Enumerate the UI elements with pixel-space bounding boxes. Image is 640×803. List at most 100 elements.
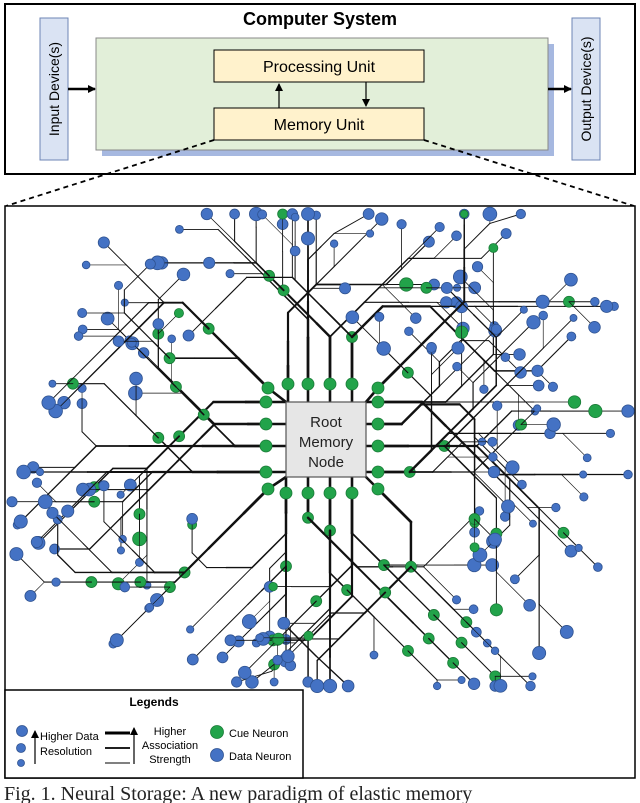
data-neuron	[341, 679, 355, 693]
association-link	[200, 422, 216, 439]
data-neuron	[329, 239, 339, 248]
association-link	[461, 338, 485, 361]
association-link	[383, 564, 408, 589]
association-link	[333, 240, 361, 268]
association-link	[408, 448, 433, 474]
cue-neuron	[261, 482, 275, 496]
cue-neuron	[281, 377, 295, 391]
association-link	[202, 525, 232, 555]
data-neuron	[145, 602, 155, 612]
association-link	[285, 625, 317, 657]
data-neuron	[182, 329, 195, 342]
output-devices-box	[571, 17, 601, 161]
association-link	[207, 327, 240, 360]
association-link	[214, 276, 248, 310]
cue-neuron	[588, 321, 601, 334]
association-link	[460, 353, 495, 387]
data-neuron	[567, 395, 582, 409]
cue-neuron	[323, 377, 337, 391]
cue-neuron	[259, 417, 273, 431]
data-neuron	[257, 209, 268, 220]
cue-neuron	[279, 486, 293, 500]
association-link	[123, 312, 154, 342]
association-link	[443, 445, 476, 477]
association-link	[438, 356, 469, 387]
data-neuron	[128, 385, 143, 401]
legend-data-neuron-dot	[210, 748, 224, 762]
data-neuron	[118, 534, 127, 544]
association-link	[458, 403, 476, 421]
association-link	[135, 414, 159, 439]
data-neuron	[116, 490, 125, 499]
data-neuron	[216, 651, 229, 664]
data-neuron	[186, 512, 198, 525]
association-link	[473, 471, 509, 507]
cue-neuron	[451, 341, 465, 355]
data-neuron	[272, 654, 283, 666]
data-neuron	[225, 269, 235, 279]
association-link	[114, 302, 150, 337]
data-neuron	[440, 282, 453, 294]
data-neuron	[513, 348, 526, 361]
association-link	[247, 590, 263, 605]
association-link	[307, 246, 322, 261]
data-neuron	[51, 577, 61, 587]
data-neuron	[173, 308, 184, 319]
association-link	[473, 475, 498, 499]
data-neuron	[492, 400, 503, 411]
association-link	[472, 350, 505, 384]
data-neuron	[224, 634, 237, 647]
cue-neuron	[371, 381, 385, 395]
neural-tree	[6, 206, 635, 694]
cue-neuron	[186, 653, 199, 666]
data-neuron	[514, 366, 527, 379]
association-link	[79, 335, 116, 372]
data-neuron	[269, 677, 279, 687]
cue-neuron	[259, 439, 273, 453]
association-link	[120, 488, 150, 519]
data-neuron	[375, 212, 389, 226]
association-link	[314, 607, 331, 624]
data-neuron	[231, 676, 243, 688]
association-link	[217, 228, 246, 257]
cue-neuron	[371, 395, 385, 409]
association-link	[178, 400, 215, 438]
association-link	[446, 287, 475, 316]
association-link	[89, 517, 122, 550]
data-neuron	[517, 479, 527, 490]
association-link	[423, 544, 447, 568]
data-neuron	[98, 480, 110, 492]
association-link	[52, 512, 84, 545]
data-neuron	[579, 492, 589, 502]
zoom-line-left	[5, 139, 215, 207]
data-neuron	[551, 502, 561, 513]
association-link	[333, 213, 370, 235]
data-neuron	[41, 395, 56, 410]
data-neuron	[487, 436, 498, 447]
data-neuron	[410, 312, 422, 324]
zoom-line-right	[423, 139, 635, 207]
association-link	[189, 602, 218, 630]
data-neuron	[176, 267, 191, 282]
data-neuron	[109, 633, 124, 648]
cue-neuron	[203, 256, 216, 269]
association-link	[363, 591, 387, 614]
legend-cue-neuron-dot	[210, 725, 224, 739]
data-neuron	[468, 604, 479, 615]
association-link	[447, 407, 475, 435]
cue-neuron	[569, 314, 578, 322]
association-link	[306, 516, 325, 535]
association-link	[148, 460, 179, 491]
data-neuron	[238, 665, 252, 680]
data-neuron	[37, 494, 53, 510]
association-link	[407, 226, 441, 259]
association-link	[219, 603, 249, 634]
association-link	[57, 554, 76, 574]
association-link	[472, 384, 507, 419]
data-neuron	[404, 326, 414, 337]
association-link	[423, 566, 457, 601]
data-neuron	[621, 404, 635, 418]
data-neuron	[490, 323, 502, 335]
data-neuron	[546, 417, 561, 432]
cue-neuron	[77, 307, 88, 318]
